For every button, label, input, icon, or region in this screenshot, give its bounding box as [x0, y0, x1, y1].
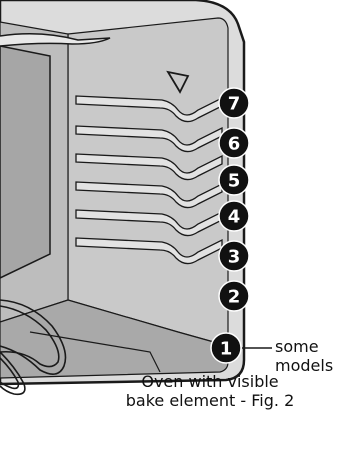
figure-caption: Oven with visible bake element - Fig. 2: [80, 372, 340, 410]
rack-position-number: 4: [228, 207, 241, 228]
bake-element: [0, 299, 67, 396]
rack-position-badge: [218, 87, 250, 119]
rack-position-badge: [218, 280, 250, 312]
rack-position-number: 3: [228, 247, 241, 268]
rack-position-number: 6: [228, 134, 241, 155]
oven-side-wall: [67, 17, 229, 347]
caption-line-1: Oven with visible: [141, 372, 279, 391]
note-line-1: some: [275, 337, 319, 356]
rack-position-badges: 7 6 5 4 3 2 1: [210, 87, 250, 364]
rack-position-number: 7: [228, 94, 241, 115]
rack-position-number: 1: [220, 339, 233, 360]
caption-line-2: bake element - Fig. 2: [125, 391, 295, 411]
rack-position-badge: [218, 240, 250, 272]
note-line-2: models: [275, 356, 334, 376]
rack-guide: [75, 181, 223, 209]
rack-position-number: 2: [228, 287, 241, 308]
oven-floor-recess: [29, 331, 161, 373]
rack-position-badge: [210, 332, 242, 364]
vent-icon: [166, 70, 190, 94]
rack-position-number: 5: [228, 171, 241, 192]
rack-position-badge: [218, 127, 250, 159]
oven-back-recess: [0, 45, 51, 279]
oven-floor: [0, 299, 229, 379]
some-models-note: some models: [275, 337, 333, 375]
rack-position-badge: [218, 164, 250, 196]
rack-position-badge: [218, 200, 250, 232]
rack-guide: [75, 153, 223, 181]
broil-element: [0, 33, 111, 47]
